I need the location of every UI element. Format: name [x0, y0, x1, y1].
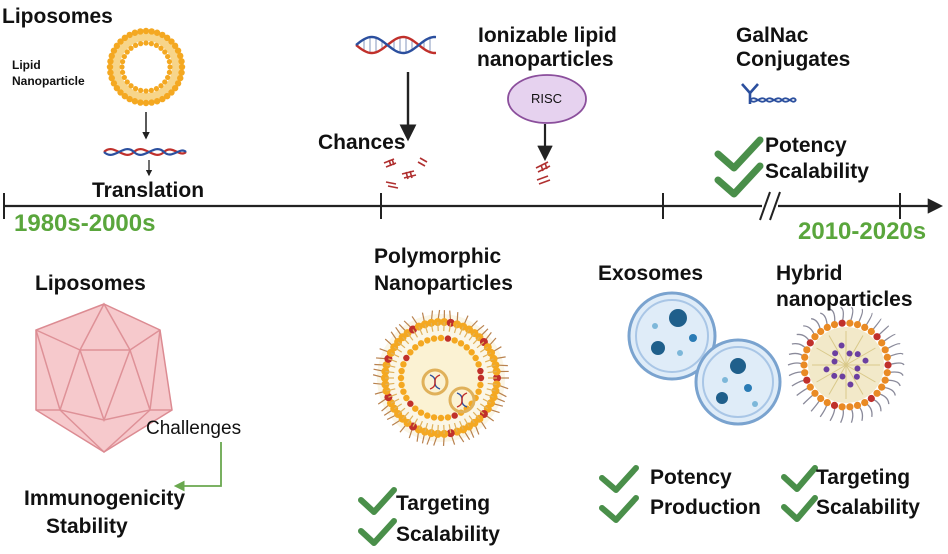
hybrid-benefit-targeting: Targeting [816, 466, 911, 489]
exosomes-benefit-production: Production [650, 496, 761, 519]
issue-immunogenicity: Immunogenicity [24, 487, 186, 510]
challenges-label: Challenges [146, 418, 242, 439]
hybrid-nanoparticle-icon [787, 306, 905, 423]
polymorphic-benefit-scalability: Scalability [396, 523, 500, 546]
timeline-start-label: 1980s-2000s [14, 210, 156, 237]
icosahedron-icon [35, 302, 173, 454]
check-icons-bottom [358, 465, 818, 546]
translation-label: Translation [92, 179, 205, 202]
exosomes-benefit-potency: Potency [650, 466, 732, 489]
liposome-ring-icon [106, 27, 186, 107]
galnac-title-1: GalNac [736, 24, 809, 47]
exosome-icon [627, 291, 782, 426]
hybrid-title-2: nanoparticles [776, 288, 913, 311]
mrna-strand-icon [103, 148, 187, 156]
check-icons-galnac [714, 136, 764, 198]
galnac-benefit-scalability: Scalability [765, 160, 869, 183]
polymorphic-title-1: Polymorphic [374, 245, 502, 268]
hybrid-title-1: Hybrid [776, 262, 843, 285]
timeline-axis [3, 191, 944, 221]
ionizable-title-2: nanoparticles [477, 48, 614, 71]
dna-helix-icon [355, 35, 437, 55]
ionizable-title-1: Ionizable lipid [478, 24, 617, 47]
risc-complex-icon [507, 74, 587, 124]
exosomes-title: Exosomes [598, 262, 704, 285]
lipid-label: Lipid [12, 58, 41, 72]
issue-stability: Stability [46, 515, 128, 538]
polymorphic-benefit-targeting: Targeting [396, 492, 491, 515]
bottom-liposomes-title: Liposomes [35, 272, 146, 295]
galnac-benefit-potency: Potency [765, 134, 847, 157]
hybrid-benefit-scalability: Scalability [816, 496, 920, 519]
polymorphic-nanoparticle-icon [372, 309, 509, 446]
nanoparticle-label: Nanoparticle [12, 74, 85, 88]
sirna-fragments-icon [535, 161, 551, 185]
timeline-end-label: 2010-2020s [798, 218, 927, 245]
top-liposomes-title: Liposomes [2, 5, 113, 28]
rna-fragments-icon [383, 157, 428, 189]
risc-label: RISC [531, 91, 563, 106]
galnac-conjugate-icon [741, 83, 797, 104]
chances-label: Chances [318, 131, 406, 154]
polymorphic-title-2: Nanoparticles [374, 272, 513, 295]
galnac-title-2: Conjugates [736, 48, 851, 71]
